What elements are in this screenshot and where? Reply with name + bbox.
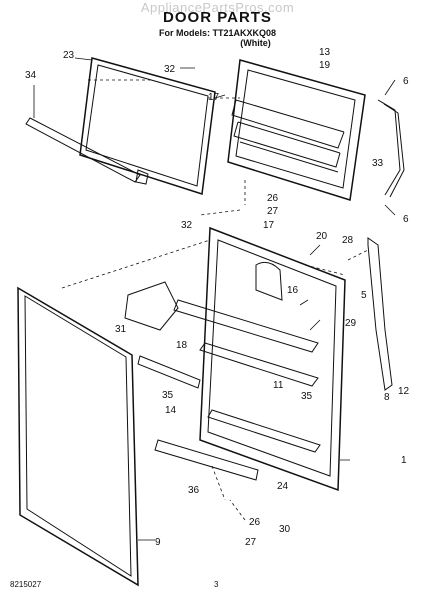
callout-6b: 6 — [403, 214, 409, 225]
callout-33: 33 — [372, 158, 384, 169]
callout-34: 34 — [25, 70, 37, 81]
shelf-bar-36 — [154, 439, 259, 481]
callout-17b: 17 — [263, 220, 275, 231]
callout-27b: 27 — [245, 537, 257, 548]
callout-35a: 35 — [162, 390, 174, 401]
callout-8: 8 — [384, 392, 390, 403]
callout-28: 28 — [342, 235, 354, 246]
callout-5: 5 — [361, 290, 367, 301]
catalog-code: 8215027 — [10, 580, 42, 589]
callout-35b: 35 — [301, 391, 313, 402]
freezer-gasket — [79, 57, 216, 195]
callout-31: 31 — [115, 324, 127, 335]
leader-lines — [61, 79, 369, 521]
fresh-food-handle — [367, 237, 393, 391]
breaker-clip — [135, 169, 149, 185]
callout-26a: 26 — [267, 193, 279, 204]
callout-6a: 6 — [403, 76, 409, 87]
callout-29: 29 — [345, 318, 357, 329]
freezer-door-liner — [227, 59, 366, 201]
page-number: 3 — [214, 580, 219, 589]
callout-14: 14 — [165, 405, 177, 416]
color-note: (White) — [240, 38, 271, 48]
models-line: For Models: TT21AKXKQ08 — [158, 28, 277, 38]
callout-18: 18 — [176, 340, 188, 351]
breaker-strip — [25, 117, 141, 183]
callout-26b: 26 — [249, 517, 261, 528]
callout-17: 17 — [208, 92, 220, 103]
callout-9: 9 — [155, 537, 161, 548]
callout-32b: 32 — [181, 220, 193, 231]
callout-20: 20 — [316, 231, 328, 242]
callout-1: 1 — [401, 455, 407, 466]
callout-30: 30 — [279, 524, 291, 535]
callout-leaders — [33, 57, 396, 541]
callout-24: 24 — [277, 481, 289, 492]
callout-19: 19 — [319, 60, 331, 71]
watermark: AppliancePartsPros.com — [140, 0, 295, 15]
callout-32: 32 — [164, 64, 176, 75]
fresh-food-door-liner — [173, 226, 346, 492]
callout-11: 11 — [273, 380, 284, 391]
shelf-bar-18 — [137, 355, 201, 389]
fresh-food-gasket — [17, 286, 139, 587]
callout-16: 16 — [287, 285, 299, 296]
page-title: DOOR PARTS — [163, 9, 272, 26]
callout-36: 36 — [188, 485, 200, 496]
dairy-door — [124, 281, 179, 331]
callout-12: 12 — [398, 386, 410, 397]
callout-23: 23 — [63, 50, 75, 61]
callout-13: 13 — [319, 47, 331, 58]
callout-27a: 27 — [267, 206, 279, 217]
callout-labels: 34 23 32 17 13 19 6 33 26 27 6 32 17 20 … — [25, 47, 410, 548]
freezer-handle — [377, 99, 405, 198]
